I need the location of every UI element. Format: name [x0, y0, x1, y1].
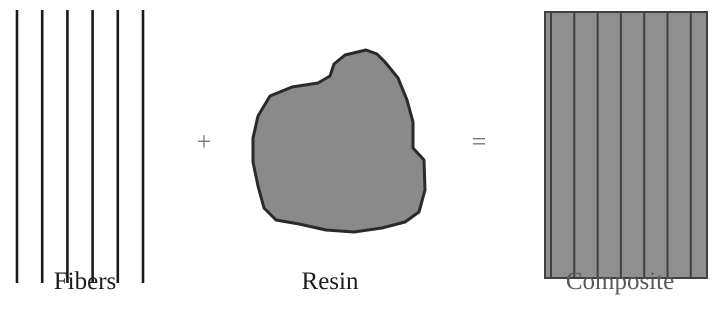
fibers-caption: Fibers: [10, 262, 160, 302]
composite-block: [545, 12, 712, 278]
resin-blob: [253, 50, 425, 232]
plus-sign: +: [197, 127, 212, 156]
composite-caption: Composite: [532, 262, 708, 302]
equals-sign: =: [472, 127, 487, 156]
resin-caption: Resin: [265, 262, 395, 302]
composite-rectangle: [545, 12, 707, 278]
fibers-group: [17, 10, 143, 283]
